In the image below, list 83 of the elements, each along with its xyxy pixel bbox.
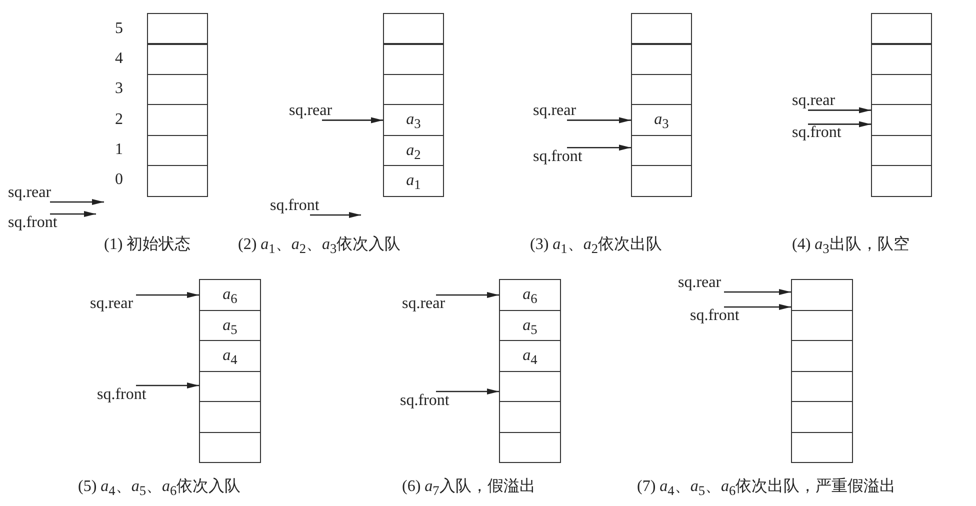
index-number: 2 (115, 111, 123, 129)
queue-cell (791, 340, 853, 372)
queue-cell (631, 43, 692, 76)
queue-cell (871, 134, 932, 166)
queue-cell (791, 432, 853, 464)
index-number: 3 (115, 80, 123, 98)
queue-cell (383, 74, 444, 106)
pointer-arrow (436, 388, 499, 394)
queue-cell (199, 432, 261, 464)
caption: (1) 初始状态 (104, 236, 191, 254)
pointer-arrow (136, 292, 199, 298)
pointer-label: sq.front (270, 197, 320, 215)
queue-cell (871, 165, 932, 197)
queue-cell: a$_{2}$ (383, 134, 444, 166)
queue-cell (499, 401, 561, 433)
queue-cell (871, 13, 932, 45)
queue-cell: a$_{3}$ (383, 104, 444, 136)
queue-cell (499, 370, 561, 402)
caption: (3) a$_{1}$、a$_{2}$依次出队 (530, 236, 662, 258)
pointer-label: sq.front (690, 307, 740, 325)
queue-cell: a$_{6}$ (499, 279, 561, 311)
queue-cell (871, 74, 932, 106)
pointer-label: sq.front (97, 386, 146, 404)
queue-cell: a$_{3}$ (631, 104, 692, 136)
queue-cell: a$_{5}$ (199, 310, 261, 342)
caption: (2) a$_{1}$、a$_{2}$、a$_{3}$依次入队 (238, 236, 401, 258)
pointer-label: sq.rear (289, 102, 332, 120)
queue-cell (631, 165, 692, 197)
queue-cell: a$_{1}$ (383, 165, 444, 197)
queue-cell: a$_{5}$ (499, 310, 561, 342)
queue-cell (383, 13, 444, 45)
pointer-arrow (724, 289, 791, 295)
pointer-label: sq.rear (792, 92, 836, 110)
queue-cell (631, 134, 692, 166)
pointer-label: sq.front (792, 124, 842, 142)
index-number: 4 (115, 50, 123, 68)
pointer-label: sq.rear (8, 184, 52, 202)
pointer-arrow (724, 304, 791, 310)
index-number: 0 (115, 171, 123, 189)
pointer-label: sq.rear (402, 295, 446, 313)
queue-cell (199, 401, 261, 433)
pointer-label: sq.front (8, 214, 58, 232)
queue-cell (631, 74, 692, 106)
pointer-arrow (567, 117, 631, 124)
caption: (5) a$_{4}$、a$_{5}$、a$_{6}$依次入队 (78, 478, 241, 500)
pointer-arrow (310, 212, 361, 218)
queue-cell (147, 13, 208, 45)
queue-cell (631, 13, 692, 45)
queue-cell (791, 401, 853, 433)
queue-cell (791, 279, 853, 311)
queue-cell (871, 43, 932, 76)
queue-cell: a$_{6}$ (199, 279, 261, 311)
queue-cell (871, 104, 932, 136)
queue-cell (383, 43, 444, 76)
queue-cell (147, 43, 208, 76)
pointer-arrow (436, 292, 499, 298)
queue-cell: a$_{4}$ (499, 340, 561, 372)
pointer-arrow (322, 117, 383, 124)
queue-cell: a$_{4}$ (199, 340, 261, 372)
queue-cell (147, 165, 208, 197)
pointer-label: sq.rear (678, 274, 722, 292)
pointer-arrow (50, 211, 96, 217)
queue-cell (791, 310, 853, 342)
caption: (7) a$_{4}$、a$_{5}$、a$_{6}$依次出队，严重假溢出 (637, 478, 896, 500)
index-number: 5 (115, 20, 123, 38)
caption: (6) a$_{7}$入队，假溢出 (402, 478, 536, 500)
queue-cell (199, 370, 261, 402)
pointer-label: sq.front (533, 148, 582, 166)
pointer-arrow (567, 144, 631, 151)
queue-cell (147, 104, 208, 136)
caption: (4) a$_{3}$出队，队空 (792, 236, 910, 258)
pointer-label: sq.rear (533, 102, 576, 120)
queue-cell (147, 134, 208, 166)
index-number: 1 (115, 141, 123, 159)
pointer-arrow (50, 199, 104, 205)
pointer-label: sq.rear (90, 295, 134, 313)
pointer-label: sq.front (400, 392, 450, 410)
pointer-arrow (808, 121, 871, 128)
queue-cell (791, 370, 853, 402)
pointer-arrow (136, 382, 199, 388)
queue-cell (147, 74, 208, 106)
queue-cell (499, 432, 561, 464)
pointer-arrow (808, 107, 871, 114)
